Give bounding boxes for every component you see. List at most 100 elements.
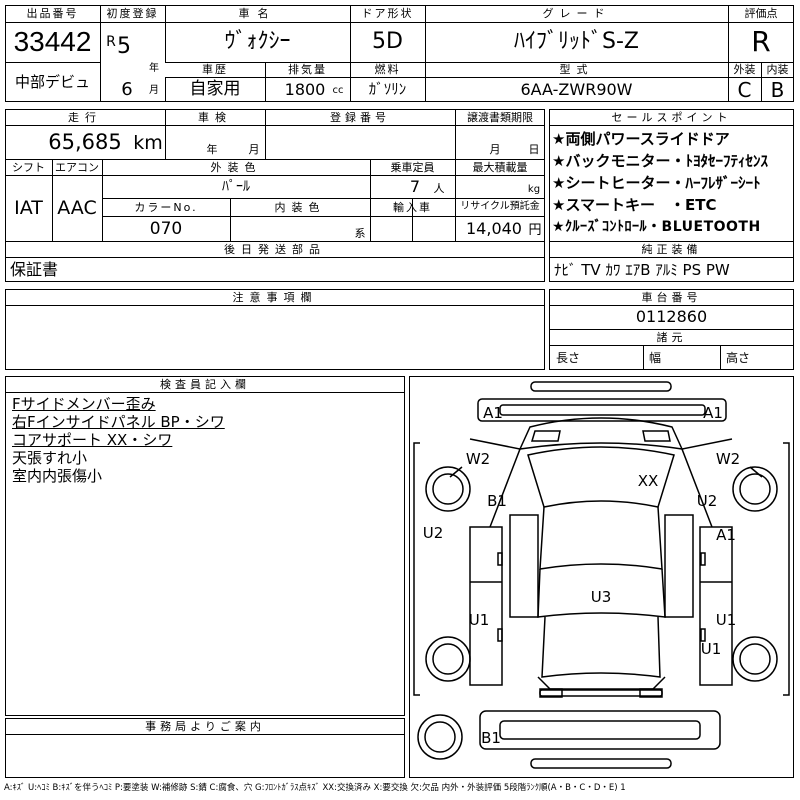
header-box [5,5,794,102]
office-box [5,718,405,778]
max-load-label: 最大積載量 [472,160,528,174]
inspector-note: 右Fインサイドパネル BP・シワ [12,412,225,431]
interior-color-unit: 系 [354,226,366,240]
score: R [751,25,771,58]
later-parts: 保証書 [10,260,59,279]
damage-mark: A1 [483,403,503,422]
grade-label: グレード [542,7,611,20]
transfer-month-unit: 月 [489,143,501,156]
registration-month: 6 [121,79,133,100]
damage-mark: U1 [468,610,490,629]
damage-mark: U2 [696,491,718,510]
door-label: ドア形状 [361,7,414,20]
height-label: 高さ [726,351,751,365]
width-label: 幅 [649,351,662,365]
sales-point: ★バックモニター・ﾄﾖﾀｾｰﾌﾃｨｾﾝｽ [552,151,768,170]
lot-number: 33442 [13,26,92,57]
mileage-label: 走行 [68,110,102,124]
model: 6AA-ZWR90W [520,79,633,99]
transfer-day-unit: 日 [528,143,540,156]
notes-label: 注意事項欄 [232,290,318,304]
ac: AAC [57,197,97,219]
load-unit: kg [527,184,541,195]
capacity-label: 乗車定員 [390,160,435,174]
inspector-note: コアサポート XX・シワ [12,430,173,449]
shift: IAT [14,197,43,219]
shift-label: シフト [12,160,45,174]
sales-point: ★両側パワースライドドア [552,129,730,148]
displacement-label: 排気量 [288,63,327,76]
car-outline [413,381,790,769]
model-label: 型式 [559,63,594,76]
inspector-label: 検査員記入欄 [160,377,250,391]
inspection-year-unit: 年 [206,143,218,156]
chassis-number: 0112860 [635,307,708,326]
displacement-unit: cc [332,85,344,96]
fuel-label: 燃料 [374,63,401,76]
lot-number-label: 出品番号 [26,7,79,20]
door-type: 5D [372,29,403,54]
displacement: 1800 [284,79,326,99]
damage-mark: U2 [422,523,444,542]
history-label: 車歴 [202,63,228,76]
equipment: ﾅﾋﾞ TV ｶﾜ ｴｱB ｱﾙﾐ PS PW [554,260,730,279]
exterior-score: C [737,77,752,102]
inspection-label: 車検 [198,110,232,124]
recycle-fee: 14,040 [466,219,522,238]
chassis-label: 車台番号 [641,290,702,304]
sales-points-box [549,109,794,282]
exterior-color: ﾊﾟｰﾙ [222,178,250,195]
damage-mark: U3 [590,587,612,606]
equipment-label: 純正装備 [641,242,702,256]
inspector-note: 室内内張傷小 [12,466,103,485]
exterior-label: 外装 [733,63,756,76]
sales-point: ★ｸﾙｰｽﾞｺﾝﾄﾛｰﾙ・BLUETOOTH [552,219,761,235]
length-label: 長さ [556,351,581,365]
interior-score: B [770,77,785,102]
damage-mark: B1 [487,491,507,510]
damage-mark: U1 [715,610,737,629]
sales-point: ★スマートキー ・ETC [552,195,717,214]
era: R [106,34,116,50]
damage-mark: A1 [716,525,736,544]
grade: ﾊｲﾌﾞﾘｯﾄﾞS-Z [514,29,639,54]
dimensions-label: 諸元 [656,330,687,344]
inspector-note: Fサイドメンバー歪み [12,394,156,413]
later-parts-box [5,241,545,282]
interior-color-label: 内装色 [274,200,326,214]
debut-label: 中部デビュ [14,72,90,91]
transfer-deadline-label: 譲渡書類期限 [467,110,533,124]
month-unit: 月 [149,85,159,96]
mileage: 65,685 [48,129,122,154]
damage-mark: A1 [703,403,723,422]
damage-mark: W2 [465,449,491,468]
sales-point: ★シートヒーター・ﾊｰﾌﾚｻﾞｰｼｰﾄ [552,173,761,192]
capacity-unit: 人 [433,182,445,195]
fuel: ｶﾞｿﾘﾝ [368,80,407,98]
mileage-unit: km [133,131,163,154]
registration-year: 5 [117,34,131,59]
notes-box [5,289,545,370]
color-number-label: カラーNo. [134,200,198,214]
sales-points-label: セールスポイント [611,110,732,124]
inspector-note: 天張すれ小 [12,448,88,467]
score-label: 評価点 [744,7,778,20]
import-label: 輸入車 [393,200,432,214]
damage-mark: U1 [700,639,722,658]
history: 自家用 [189,79,241,99]
first-registration-label: 初度登録 [106,7,159,20]
car-name-label: 車名 [238,7,277,20]
recycle-unit: 円 [528,222,542,238]
damage-mark: B1 [481,728,501,747]
registration-number-label: 登録番号 [330,110,390,124]
inspector-box [5,376,405,716]
car-diagram: A1 A1 W2 W2 XX B1 U2 U2 A1 U3 U1 U1 U1 B… [409,376,794,778]
office-label: 事務局よりご案内 [145,719,265,733]
later-parts-label: 後日発送部品 [224,242,326,256]
legend: A:ｷｽﾞ U:ﾍｺﾐ B:ｷｽﾞを伴うﾍｺﾐ P:要塗装 W:補修跡 S:錆 … [4,782,626,793]
capacity: 7 [409,177,421,196]
damage-mark: W2 [715,449,741,468]
ac-label: エアコン [55,160,99,174]
exterior-color-label: 外装色 [210,160,262,174]
damage-mark: XX [637,471,659,490]
